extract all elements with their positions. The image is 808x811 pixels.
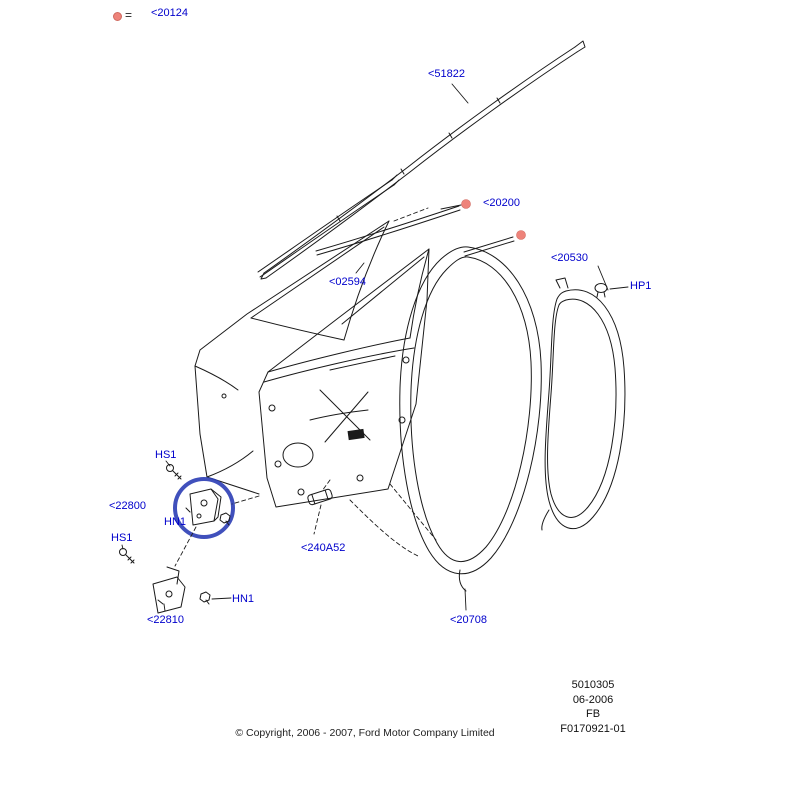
door-inner-panel-icon <box>258 248 430 508</box>
hn1-nut-upper-icon <box>219 512 231 526</box>
assembly-dashed-lines <box>174 207 437 567</box>
part-label-hn1-upper[interactable]: HN1 <box>164 516 187 528</box>
lower-hinge-icon <box>152 566 186 614</box>
hn1-nut-lower-icon <box>199 591 211 605</box>
windshield-header-molding-icon <box>260 40 586 280</box>
part-label-hn1-lower[interactable]: HN1 <box>232 593 255 605</box>
door-outer-panel-icon <box>194 220 390 495</box>
body-weatherstrip-icon <box>541 277 626 531</box>
red-dot-icon <box>113 12 122 21</box>
part-label-51822[interactable]: <51822 <box>428 68 466 80</box>
figure-number: F0170921-01 <box>560 722 626 735</box>
part-label-22800[interactable]: <22800 <box>109 500 147 512</box>
hinge-highlight-circle <box>173 477 235 539</box>
door-weatherstrip-icon <box>399 246 542 592</box>
glass-run-strip-icon <box>315 205 461 256</box>
upper-hinge-icon <box>185 488 222 526</box>
label-leader-lines <box>121 83 629 612</box>
legend-equals: = <box>125 8 133 22</box>
hp1-fastener-icon <box>594 283 608 298</box>
marker-dot-beltline <box>516 230 526 240</box>
part-label-240a52[interactable]: <240A52 <box>301 542 346 554</box>
figure-info-block: 5010305 06-2006 FB F0170921-01 <box>543 678 643 736</box>
marker-dot-20200 <box>461 199 471 209</box>
figure-date: 06-2006 <box>572 693 614 706</box>
hs1-screw-lower-icon <box>119 548 135 564</box>
figure-code: FB <box>585 708 601 720</box>
part-label-20124[interactable]: <20124 <box>151 7 189 19</box>
belt-molding-strip-icon <box>463 236 515 257</box>
hs1-screw-upper-icon <box>166 464 182 480</box>
figure-part-number: 5010305 <box>571 679 615 691</box>
part-label-02594[interactable]: <02594 <box>329 276 367 288</box>
copyright-text: © Copyright, 2006 - 2007, Ford Motor Com… <box>235 727 495 739</box>
part-label-hp1[interactable]: HP1 <box>630 280 652 292</box>
part-label-hs1-lower[interactable]: HS1 <box>111 532 133 544</box>
part-label-20200[interactable]: <20200 <box>483 197 521 209</box>
clip-240a52-icon <box>307 488 333 506</box>
part-label-hs1-upper[interactable]: HS1 <box>155 449 177 461</box>
front-molding-icon <box>257 174 400 278</box>
part-label-20708[interactable]: <20708 <box>450 614 488 626</box>
part-label-20530[interactable]: <20530 <box>551 252 589 264</box>
part-label-22810[interactable]: <22810 <box>147 614 185 626</box>
